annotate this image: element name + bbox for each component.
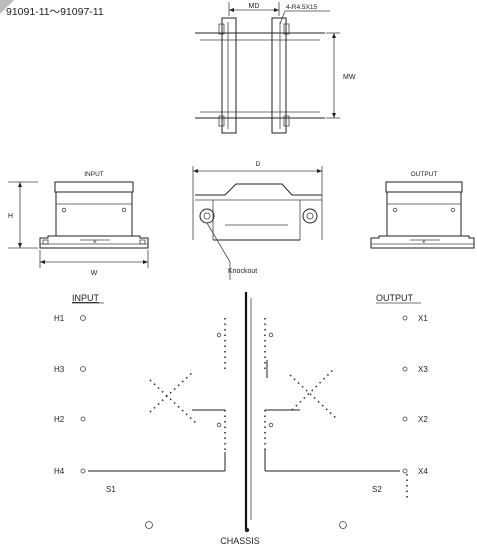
terminal-x3-point [402, 366, 408, 372]
input-side-view: INPUT e H W [8, 171, 149, 277]
mw-label: MW [343, 74, 356, 81]
output-view-label: OUTPUT [411, 171, 438, 178]
w-dimension-label: W [91, 270, 98, 277]
terminal-x1: X1 [418, 314, 428, 323]
terminal-x2: X2 [418, 415, 428, 424]
corner-mark [0, 0, 14, 14]
output-side-view: OUTPUT e [370, 171, 475, 249]
schematic-input-title: INPUT [72, 293, 100, 303]
terminal-x3: X3 [418, 365, 428, 374]
terminal-h3-point [80, 366, 86, 372]
front-view: D Knockout [192, 161, 323, 280]
top-view: MD 4-R4.5X15 MW [195, 2, 356, 134]
terminal-x4: X4 [418, 467, 428, 476]
chassis-label: CHASSIS [220, 536, 260, 546]
terminal-h4-point [80, 468, 86, 474]
terminal-h2-point [80, 416, 86, 422]
model-range-title: 91091-11～91097-11 [6, 6, 104, 18]
output-e-label: e [422, 239, 425, 245]
s2-label: S2 [372, 485, 382, 494]
terminal-h1: H1 [54, 314, 65, 323]
input-e-label: e [93, 239, 96, 245]
hole-spec-label: 4-R4.5X15 [286, 4, 317, 11]
s1-label: S1 [106, 485, 116, 494]
input-view-label: INPUT [84, 171, 104, 178]
chassis-ground-left [145, 521, 153, 529]
h-dimension-label: H [8, 213, 13, 220]
terminal-x2-point [402, 416, 408, 422]
d-dimension-label: D [256, 161, 261, 168]
chassis-terminal [244, 527, 250, 533]
schematic-output-title: OUTPUT [376, 293, 414, 303]
terminal-x1-point [402, 315, 408, 321]
terminal-h4: H4 [54, 467, 65, 476]
knockout-label: Knockout [228, 268, 257, 275]
chassis-ground-right [339, 521, 347, 529]
md-label: MD [249, 3, 260, 10]
terminal-h3: H3 [54, 365, 65, 374]
terminal-h2: H2 [54, 415, 65, 424]
terminal-h1-point [80, 315, 86, 321]
terminal-x4-point [402, 468, 408, 474]
wiring-schematic: INPUT OUTPUT H1 H3 H2 H4 X1 X3 X2 X4 [54, 292, 428, 546]
